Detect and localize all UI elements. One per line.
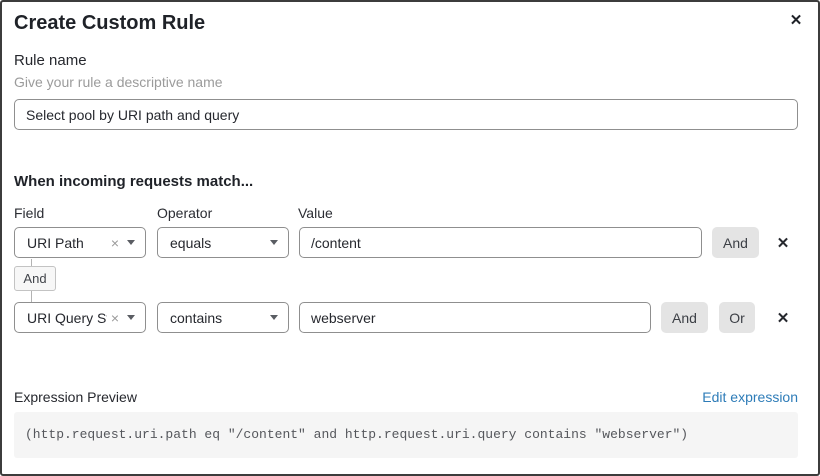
and-button-row2[interactable]: And	[661, 302, 708, 333]
operator-select-row2-value: contains	[170, 309, 223, 326]
dialog-title: Create Custom Rule	[14, 12, 206, 34]
chevron-down-icon	[127, 315, 135, 320]
expression-text: (http.request.uri.path eq "/content" and…	[25, 427, 689, 442]
chevron-down-icon	[270, 315, 278, 320]
and-button-row1[interactable]: And	[712, 227, 759, 258]
connector-line-top	[31, 259, 32, 266]
operator-select-row2[interactable]: contains	[157, 302, 289, 333]
column-label-field: Field	[14, 205, 45, 221]
clear-selection-icon[interactable]: ×	[110, 234, 119, 251]
field-select-row2[interactable]: URI Query St... ×	[14, 302, 146, 333]
field-select-row2-value: URI Query St...	[27, 309, 107, 326]
field-select-row1-value: URI Path	[27, 234, 84, 251]
expression-preview-label: Expression Preview	[14, 389, 137, 405]
edit-expression-link[interactable]: Edit expression	[702, 389, 798, 405]
chevron-down-icon	[270, 240, 278, 245]
or-button-row2[interactable]: Or	[719, 302, 755, 333]
close-icon[interactable]: ✕	[784, 8, 808, 32]
value-input-row1[interactable]	[299, 227, 702, 258]
operator-select-row1[interactable]: equals	[157, 227, 289, 258]
value-input-row2[interactable]	[299, 302, 651, 333]
remove-row2-icon[interactable]: ✕	[770, 302, 796, 333]
chevron-down-icon	[127, 240, 135, 245]
column-label-operator: Operator	[157, 205, 213, 221]
rule-name-label: Rule name	[14, 52, 87, 69]
operator-select-row1-value: equals	[170, 234, 212, 251]
match-section-heading: When incoming requests match...	[14, 173, 254, 190]
connector-line-bottom	[31, 291, 32, 302]
rule-name-input[interactable]	[14, 99, 798, 130]
column-label-value: Value	[298, 205, 333, 221]
field-select-row1[interactable]: URI Path ×	[14, 227, 146, 258]
remove-row1-icon[interactable]: ✕	[770, 227, 796, 258]
expression-preview-code: (http.request.uri.path eq "/content" and…	[14, 412, 798, 458]
rule-name-helper: Give your rule a descriptive name	[14, 74, 223, 90]
connector-and-badge: And	[14, 266, 56, 291]
clear-selection-icon[interactable]: ×	[110, 309, 119, 326]
